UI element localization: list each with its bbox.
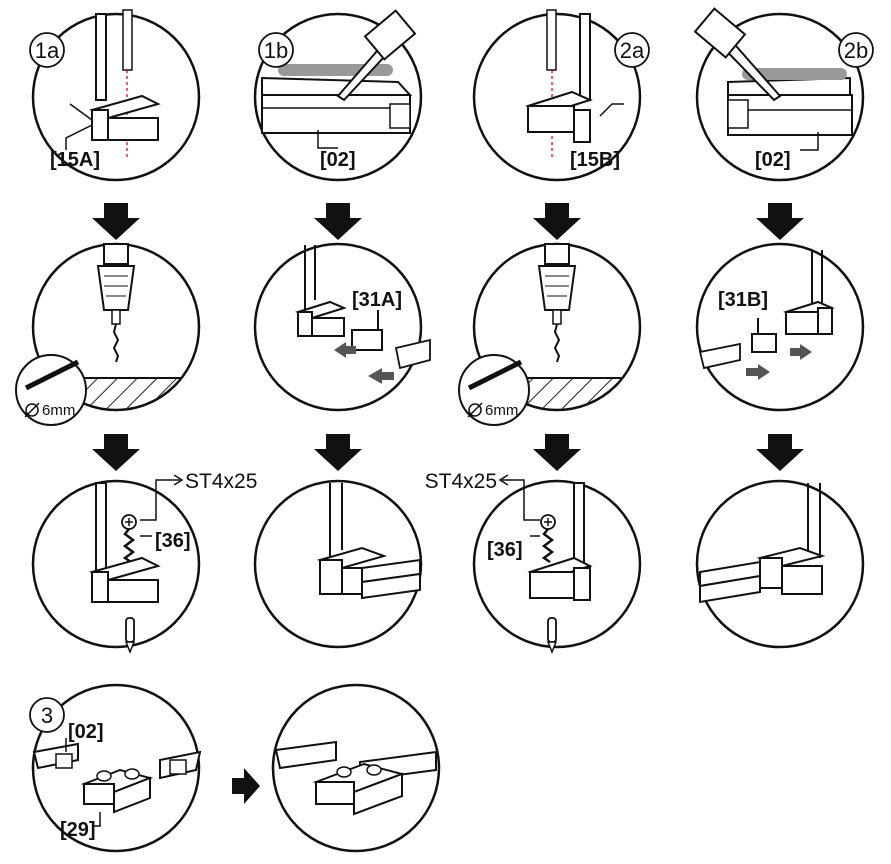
panel-31a xyxy=(253,242,431,412)
step-badges-row1 xyxy=(29,32,874,68)
panel-31b xyxy=(695,242,865,412)
panel-3-assembled xyxy=(271,683,441,853)
part-label-02-1b: [02] xyxy=(320,149,356,171)
panel-screw-left xyxy=(31,474,201,655)
part-label-02-3: [02] xyxy=(68,721,104,743)
screw-spec-left: ST4x25 xyxy=(185,470,257,493)
part-label-36-right: [36] xyxy=(487,539,523,561)
part-label-15b: [15B] xyxy=(570,149,620,171)
step-label-3: 3 xyxy=(41,703,53,728)
part-label-31a: [31A] xyxy=(352,289,402,311)
drill-size-left: 6mm xyxy=(42,402,75,419)
panel-1a xyxy=(31,9,201,182)
screw-spec-right: ST4x25 xyxy=(425,470,497,493)
part-label-02-2b: [02] xyxy=(755,149,791,171)
part-label-15a: [15A] xyxy=(50,149,100,171)
step-label-2a: 2a xyxy=(620,38,645,63)
drill-bit-inset-right xyxy=(458,354,530,426)
down-arrow-icons-row2 xyxy=(92,434,804,471)
step-label-2b: 2b xyxy=(844,38,868,63)
right-arrow-icon xyxy=(232,768,260,804)
step-label-1a: 1a xyxy=(35,38,60,63)
part-label-36-left: [36] xyxy=(155,530,191,552)
panel-joined-1b xyxy=(253,479,423,649)
drill-bit-inset-left xyxy=(15,354,87,426)
panel-joined-2b xyxy=(695,479,865,649)
panel-2b xyxy=(693,7,865,182)
panel-screw-right xyxy=(472,474,642,655)
down-arrow-icons-row1 xyxy=(92,203,804,240)
step-badge-3 xyxy=(29,697,65,733)
panel-2a xyxy=(472,9,642,182)
drill-size-right: 6mm xyxy=(485,402,518,419)
panel-1b xyxy=(253,9,423,182)
part-label-29: [29] xyxy=(60,819,96,841)
panel-3-parts xyxy=(31,683,202,853)
part-label-31b: [31B] xyxy=(718,289,768,311)
step-label-1b: 1b xyxy=(264,38,288,63)
